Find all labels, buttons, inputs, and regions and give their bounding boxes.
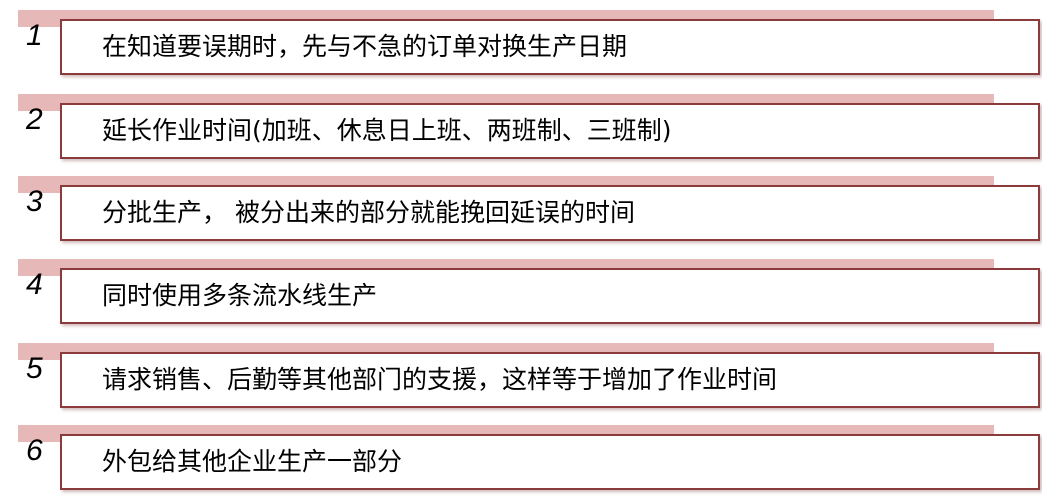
step-text: 同时使用多条流水线生产	[102, 281, 378, 310]
step-row-3: 分批生产， 被分出来的部分就能挽回延误的时间 3	[0, 176, 1042, 250]
step-number: 2	[26, 103, 43, 136]
step-box: 请求销售、后勤等其他部门的支援，这样等于增加了作业时间	[60, 352, 1040, 408]
step-box: 外包给其他企业生产一部分	[60, 434, 1040, 490]
step-text: 分批生产， 被分出来的部分就能挽回延误的时间	[102, 198, 635, 227]
step-text: 延长作业时间(加班、休息日上班、两班制、三班制)	[102, 116, 672, 145]
step-number: 6	[26, 434, 43, 467]
step-box: 延长作业时间(加班、休息日上班、两班制、三班制)	[60, 103, 1040, 159]
step-text: 外包给其他企业生产一部分	[102, 447, 403, 476]
step-row-2: 延长作业时间(加班、休息日上班、两班制、三班制) 2	[0, 94, 1042, 168]
step-row-4: 同时使用多条流水线生产 4	[0, 259, 1042, 333]
step-number: 4	[26, 268, 43, 301]
step-text: 在知道要误期时，先与不急的订单对换生产日期	[102, 32, 628, 61]
step-box: 同时使用多条流水线生产	[60, 268, 1040, 324]
step-number: 3	[26, 185, 43, 218]
step-box: 分批生产， 被分出来的部分就能挽回延误的时间	[60, 185, 1040, 241]
step-text: 请求销售、后勤等其他部门的支援，这样等于增加了作业时间	[102, 365, 778, 394]
step-row-6: 外包给其他企业生产一部分 6	[0, 425, 1042, 499]
step-box: 在知道要误期时，先与不急的订单对换生产日期	[60, 19, 1040, 75]
step-row-5: 请求销售、后勤等其他部门的支援，这样等于增加了作业时间 5	[0, 343, 1042, 417]
step-number: 1	[26, 19, 43, 52]
step-number: 5	[26, 352, 43, 385]
step-row-1: 在知道要误期时，先与不急的订单对换生产日期 1	[0, 10, 1042, 84]
